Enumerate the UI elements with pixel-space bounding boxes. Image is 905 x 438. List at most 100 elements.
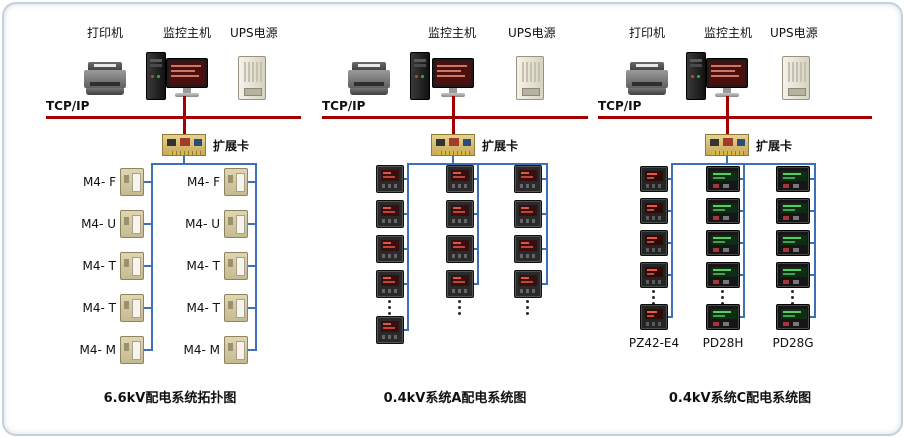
wire — [668, 274, 673, 276]
wire — [542, 178, 548, 180]
wire — [248, 265, 256, 267]
monitor-icon — [166, 58, 208, 98]
monitor-icon — [432, 58, 474, 98]
ellipsis-dots — [652, 290, 655, 308]
power-meter — [776, 262, 810, 288]
wire — [404, 213, 409, 215]
ellipsis-dots — [388, 300, 391, 318]
tcpip-bus-line — [46, 116, 301, 119]
power-meter — [446, 270, 474, 298]
wire — [144, 307, 152, 309]
wire — [810, 316, 816, 318]
m4-module — [224, 168, 248, 196]
power-meter — [514, 165, 542, 193]
network-line — [183, 96, 186, 134]
power-meter — [376, 270, 404, 298]
power-meter — [706, 166, 740, 192]
wire — [726, 156, 728, 164]
wire — [740, 242, 745, 244]
m4-module — [224, 210, 248, 238]
ups-icon — [516, 56, 544, 100]
wire — [151, 163, 153, 351]
module-label: M4- T — [82, 259, 116, 273]
m4-module — [120, 252, 144, 280]
monitor-icon — [706, 58, 748, 98]
computer-tower-icon — [146, 52, 166, 100]
wire — [740, 178, 745, 180]
module-label: M4- T — [82, 301, 116, 315]
computer-tower-icon — [410, 52, 430, 100]
wire — [404, 248, 409, 250]
ellipsis-dots — [458, 300, 461, 318]
printer-label: 打印机 — [87, 26, 124, 40]
power-meter — [514, 235, 542, 263]
wire — [248, 307, 256, 309]
wire — [542, 213, 548, 215]
wire — [474, 178, 479, 180]
expansion-card-label: 扩展卡 — [482, 139, 519, 153]
wire — [144, 265, 152, 267]
printer-icon — [84, 62, 126, 96]
module-label: M4- F — [186, 175, 220, 189]
wire — [452, 156, 454, 164]
m4-module — [224, 336, 248, 364]
tcpip-bus-line — [598, 116, 872, 119]
power-meter — [640, 198, 668, 224]
meter-column-label: PD28H — [702, 336, 744, 350]
monitor-host-label: 监控主机 — [163, 26, 212, 40]
meter-column-label: PD28G — [772, 336, 814, 350]
ups-label: UPS电源 — [770, 26, 818, 40]
ups-label: UPS电源 — [230, 26, 278, 40]
power-meter — [706, 304, 740, 330]
m4-module — [120, 210, 144, 238]
module-label: M4- T — [186, 301, 220, 315]
wire — [810, 274, 816, 276]
expansion-card-icon — [705, 134, 749, 156]
expansion-card-icon — [431, 134, 475, 156]
network-line — [452, 96, 455, 134]
module-label: M4- T — [186, 259, 220, 273]
panel-caption: 0.4kV系统A配电系统图 — [383, 391, 527, 406]
power-meter — [514, 200, 542, 228]
tcpip-bus-line — [322, 116, 588, 119]
ups-icon — [782, 56, 810, 100]
power-meter — [776, 230, 810, 256]
power-meter — [446, 165, 474, 193]
wire — [144, 181, 152, 183]
computer-tower-icon — [686, 52, 706, 100]
wire — [404, 329, 409, 331]
ellipsis-dots — [721, 290, 724, 308]
wire — [546, 163, 548, 284]
meter-column-label: PZ42-E4 — [628, 336, 680, 350]
wire — [144, 349, 152, 351]
wire — [255, 163, 257, 351]
expansion-card-label: 扩展卡 — [756, 139, 793, 153]
power-meter — [706, 262, 740, 288]
tcpip-label: TCP/IP — [46, 99, 90, 113]
wire — [668, 178, 673, 180]
ellipsis-dots — [791, 290, 794, 308]
wire — [404, 283, 409, 285]
m4-module — [120, 168, 144, 196]
wire — [474, 213, 479, 215]
wire — [542, 283, 548, 285]
power-meter — [640, 166, 668, 192]
wire — [743, 163, 745, 317]
wire — [740, 210, 745, 212]
wire — [144, 223, 152, 225]
wire — [183, 156, 185, 164]
power-meter — [376, 165, 404, 193]
expansion-card-icon — [162, 134, 206, 156]
printer-icon — [626, 62, 668, 96]
expansion-card-label: 扩展卡 — [213, 139, 250, 153]
wire — [668, 242, 673, 244]
power-meter — [376, 316, 404, 344]
printer-icon — [348, 62, 390, 96]
ups-icon — [238, 56, 266, 100]
tcpip-label: TCP/IP — [322, 99, 366, 113]
power-meter — [776, 198, 810, 224]
network-line — [726, 96, 729, 134]
monitor-host-label: 监控主机 — [704, 26, 753, 40]
wire — [248, 223, 256, 225]
